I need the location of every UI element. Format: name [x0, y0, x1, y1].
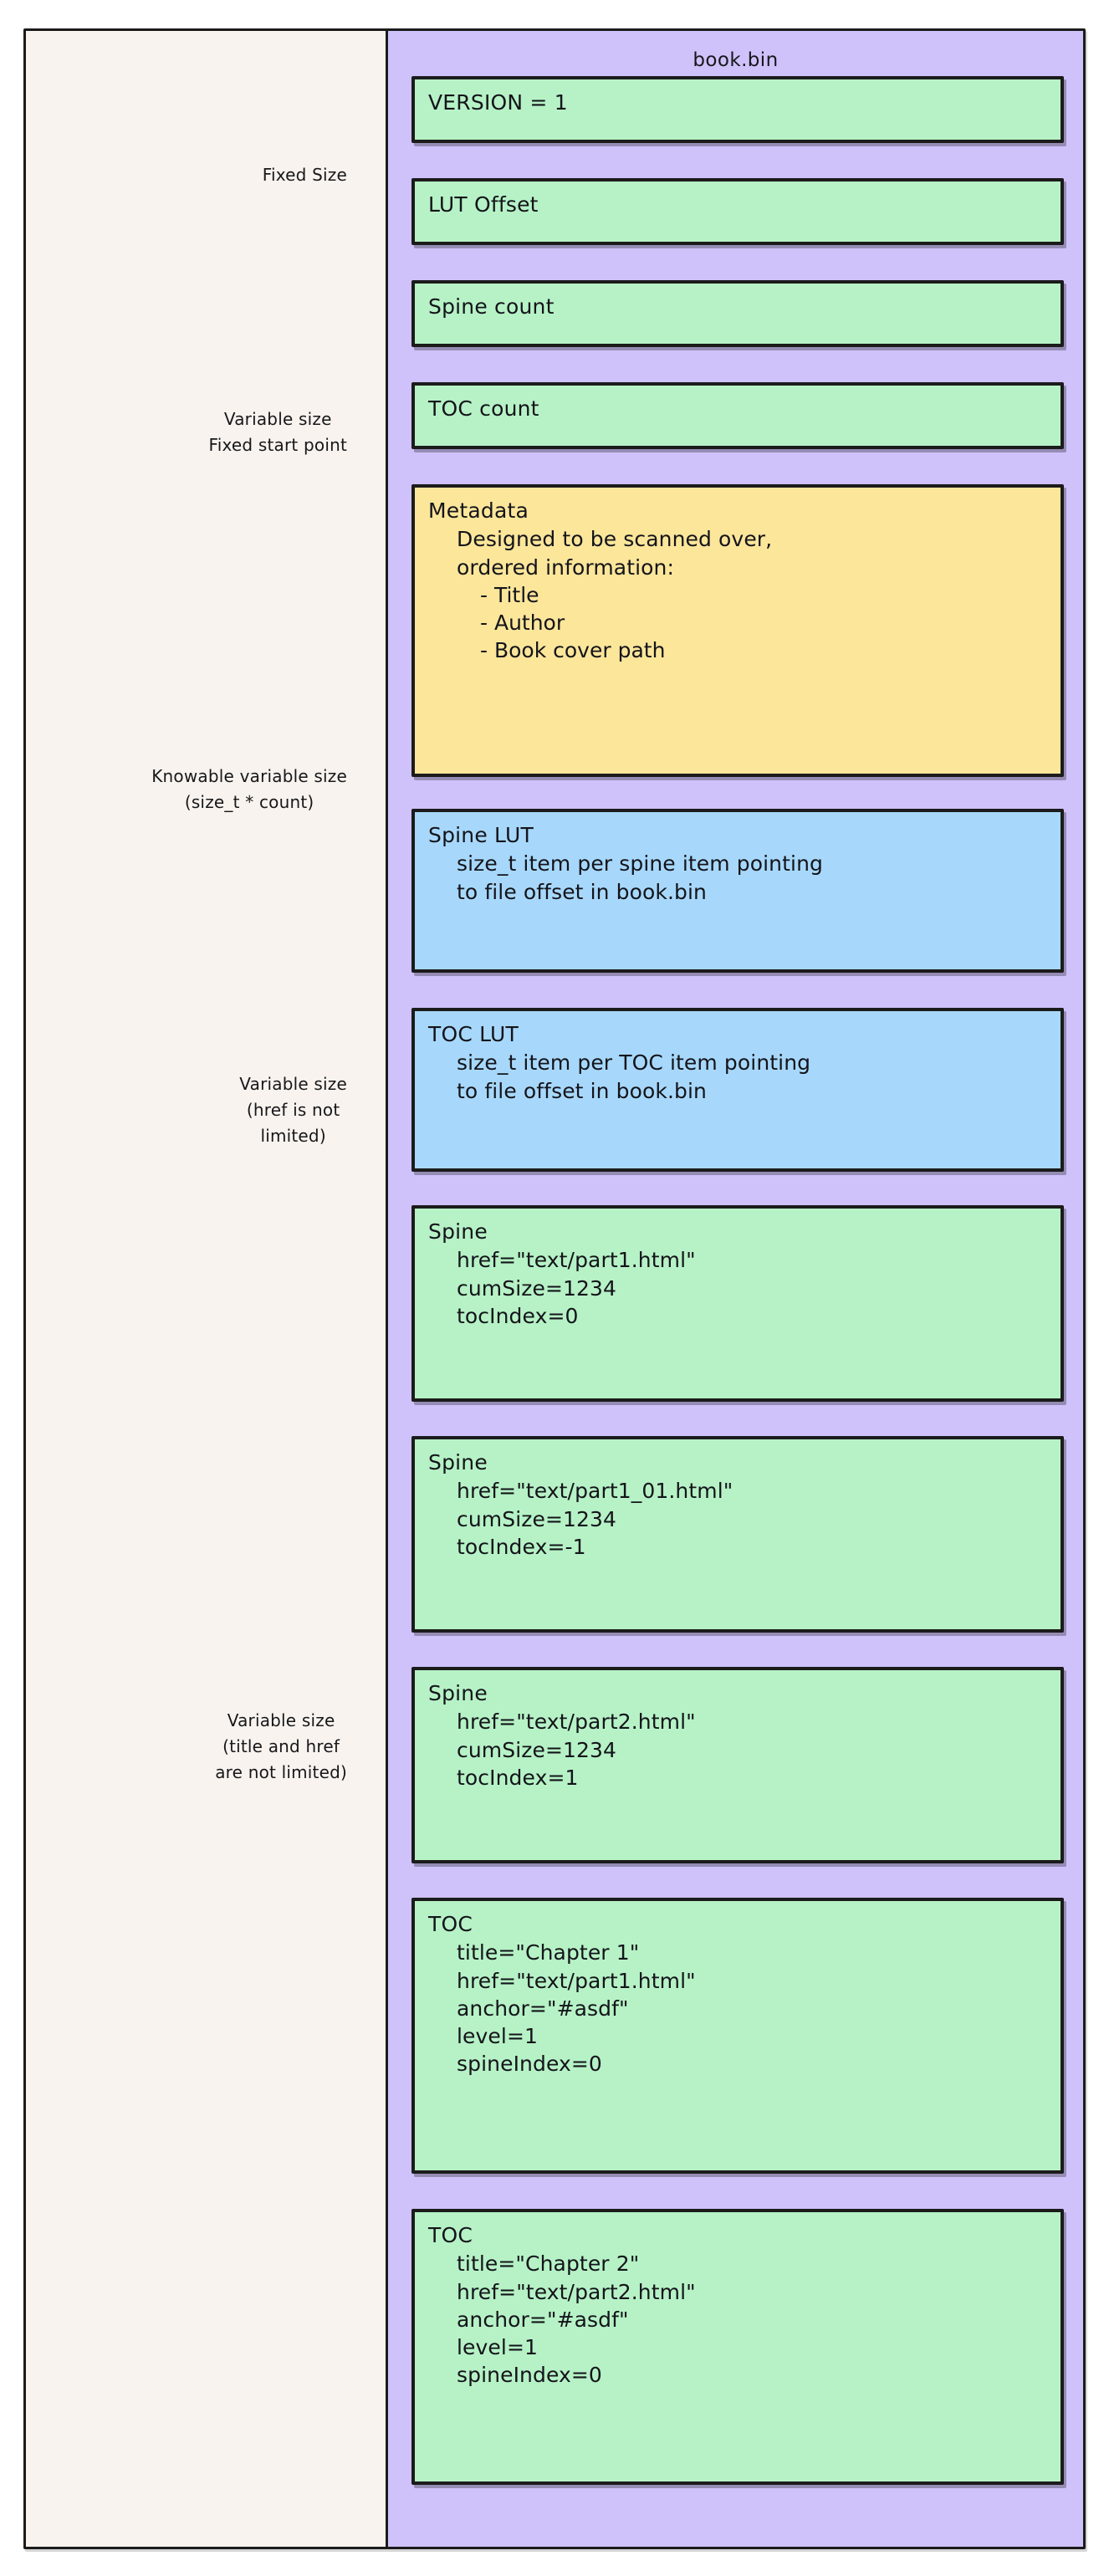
block-lines: size_t item per TOC item pointing to fil…: [457, 1050, 811, 1103]
diagram-outer-frame: Fixed Size Variable size Fixed start poi…: [23, 28, 1086, 2549]
annotation-group-variable-title-href: Variable size (title and href are not li…: [215, 1608, 365, 1884]
block-version: VERSION = 1: [411, 76, 1064, 143]
block-toc-count: TOC count: [411, 382, 1064, 449]
block-lines: href="text/part1.html" cumSize=1234 tocI…: [457, 1248, 696, 1328]
block-title: TOC: [428, 2223, 473, 2247]
annotation-group-knowable-variable: Knowable variable size (size_t * count): [151, 593, 365, 986]
block-spine-count: Spine count: [411, 280, 1064, 347]
annotation-label: Variable size (title and href are not li…: [215, 1710, 347, 1782]
block-bullets: - Title - Author - Book cover path: [480, 582, 666, 663]
block-title: VERSION = 1: [428, 90, 568, 115]
block-title: LUT Offset: [428, 192, 539, 217]
block-lines: href="text/part2.html" cumSize=1234 tocI…: [457, 1710, 696, 1790]
block-toc-1: TOC title="Chapter 1" href="text/part1.h…: [411, 1898, 1064, 2174]
block-title: Metadata: [428, 498, 529, 523]
book-bin-panel: book.bin VERSION = 1 LUT Offset Spine co…: [386, 31, 1083, 2547]
block-lines: Designed to be scanned over, ordered inf…: [457, 527, 773, 580]
block-title: TOC count: [428, 396, 539, 421]
block-toc-2: TOC title="Chapter 2" href="text/part2.h…: [411, 2209, 1064, 2485]
annotation-group-fixed-size: Fixed Size: [263, 81, 365, 269]
annotation-label: Fixed Size: [262, 165, 347, 185]
annotation-column: Fixed Size Variable size Fixed start poi…: [26, 31, 386, 2547]
block-lines: title="Chapter 1" href="text/part1.html"…: [457, 1940, 696, 2077]
block-metadata: Metadata Designed to be scanned over, or…: [411, 484, 1064, 777]
block-spine-1: Spine href="text/part1.html" cumSize=123…: [411, 1205, 1064, 1402]
block-spine-lut: Spine LUT size_t item per spine item poi…: [411, 809, 1064, 973]
block-spine-3: Spine href="text/part2.html" cumSize=123…: [411, 1667, 1064, 1863]
block-lines: title="Chapter 2" href="text/part2.html"…: [457, 2251, 696, 2388]
block-lines: href="text/part1_01.html" cumSize=1234 t…: [457, 1479, 733, 1559]
block-lines: size_t item per spine item pointing to f…: [457, 851, 823, 904]
annotation-label: Knowable variable size (size_t * count): [151, 766, 347, 812]
annotation-group-variable-fixed-start: Variable size Fixed start point: [208, 290, 365, 575]
block-title: Spine: [428, 1219, 488, 1244]
annotation-label: Variable size Fixed start point: [208, 409, 347, 455]
annotation-label: Variable size (href is not limited): [239, 1073, 347, 1146]
block-title: Spine LUT: [428, 823, 534, 847]
block-lut-offset: LUT Offset: [411, 178, 1064, 245]
block-title: Spine count: [428, 294, 555, 319]
block-title: Spine: [428, 1681, 488, 1705]
block-title: Spine: [428, 1450, 488, 1475]
block-toc-lut: TOC LUT size_t item per TOC item pointin…: [411, 1008, 1064, 1172]
block-title: TOC: [428, 1912, 473, 1936]
block-spine-2: Spine href="text/part1_01.html" cumSize=…: [411, 1436, 1064, 1633]
page-title: book.bin: [693, 49, 779, 71]
block-title: TOC LUT: [428, 1022, 519, 1046]
annotation-group-variable-href: Variable size (href is not limited): [239, 1001, 365, 1219]
